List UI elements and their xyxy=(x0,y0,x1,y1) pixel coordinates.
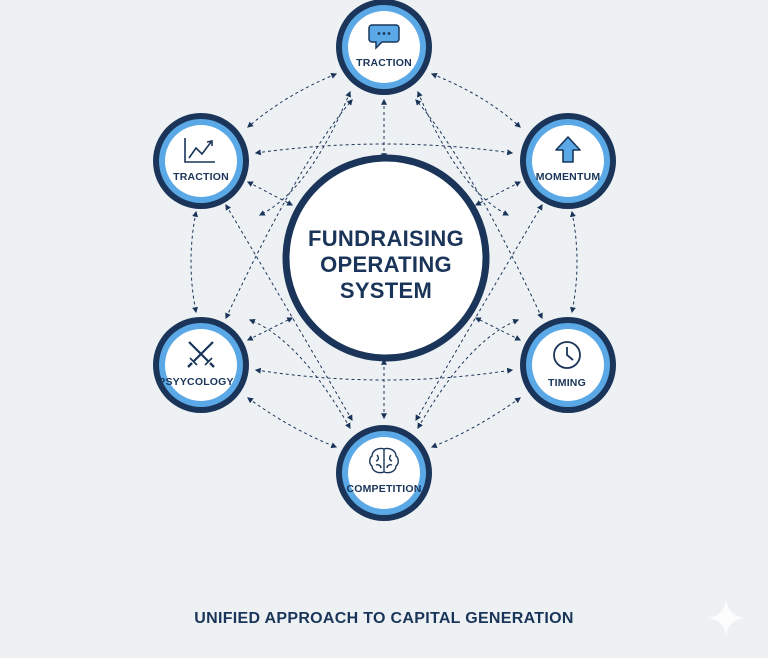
center-title-line-2: OPERATING xyxy=(320,252,452,277)
node-lower-right xyxy=(520,317,616,413)
sparkle-icon xyxy=(708,600,744,636)
diagram-caption: UNIFIED APPROACH TO CAPITAL GENERATION xyxy=(194,610,574,627)
connector-arrow xyxy=(430,72,521,128)
connector-arrow xyxy=(248,319,351,430)
connector-arrow xyxy=(258,90,351,216)
center-title: FUNDRAISING OPERATING SYSTEM xyxy=(286,220,486,310)
node-upper-right xyxy=(520,113,616,209)
connector-arrow xyxy=(246,181,294,206)
node-top xyxy=(336,0,432,95)
connector-arrow xyxy=(417,319,520,430)
connector-arrow xyxy=(417,90,510,216)
connector-arrow xyxy=(190,210,199,314)
brain-icon xyxy=(369,447,399,474)
connector-arrow xyxy=(474,317,522,341)
node-label-lower-right: TIMING xyxy=(548,377,586,389)
connector-arrow xyxy=(247,73,338,128)
node-bottom xyxy=(336,425,432,521)
connector-lines xyxy=(190,72,578,449)
chat-bubble-icon xyxy=(368,24,400,50)
node-label-lower-left: PSYYCOLOGY xyxy=(158,376,234,388)
connector-arrow xyxy=(247,397,338,449)
center-hub xyxy=(282,154,490,362)
node-lower-left xyxy=(153,317,249,413)
center-title-line-1: FUNDRAISING xyxy=(307,226,465,251)
connector-arrow xyxy=(430,397,521,449)
line-chart-icon xyxy=(184,138,215,163)
crossed-swords-icon xyxy=(187,341,215,368)
connector-arrow xyxy=(246,317,294,341)
center-title-line-3: SYSTEM xyxy=(339,278,433,303)
connector-arrow xyxy=(474,181,522,206)
node-label-upper-left: TRACTION xyxy=(173,171,229,183)
up-arrow-icon xyxy=(555,136,581,163)
node-label-upper-right: MOMENTUM xyxy=(535,171,601,183)
node-upper-left xyxy=(153,113,249,209)
clock-icon xyxy=(553,341,581,369)
node-label-bottom: COMPETITION xyxy=(346,483,422,495)
connector-arrow xyxy=(569,210,578,314)
node-label-top: TRACTION xyxy=(356,57,412,69)
